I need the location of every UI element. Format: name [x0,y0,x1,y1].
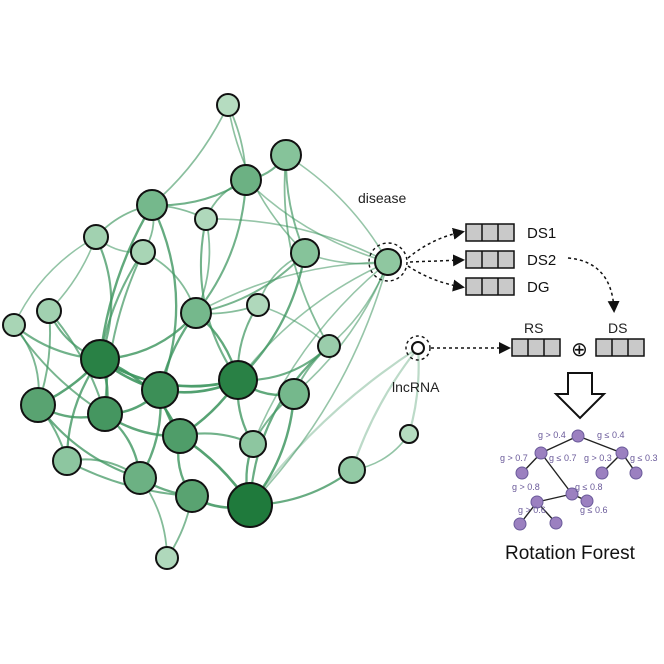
tree-split-label: g ≤ 0.4 [597,430,624,440]
network-node [338,456,366,484]
network-node [290,238,320,268]
network-node [216,93,240,117]
network-node [317,334,341,358]
feature-vector-ds2 [465,250,515,269]
network-node [218,360,258,400]
tree-split-label: g > 0.8 [512,482,540,492]
tree-split-label: g ≤ 0.6 [580,505,607,515]
network-edge [150,203,178,392]
network-node [20,387,56,423]
network-edge [237,261,389,381]
ds2-label: DS2 [527,252,556,269]
tree-split-label: g ≤ 0.8 [575,482,602,492]
network-node [194,207,218,231]
network-edge [328,261,389,347]
network-node [130,239,156,265]
lncrna-label: lncRNA [392,379,440,395]
tree-split-label: g > 0.6 [518,505,546,515]
network-edge [236,251,307,382]
network-node [80,339,120,379]
feature-vector-rs [511,338,561,357]
network-edge [48,236,97,312]
network-edge [252,261,389,445]
network-edge [195,261,389,314]
network-edge [205,218,389,263]
network-node [2,313,26,337]
network-node [83,224,109,250]
network-edge [285,154,389,263]
feature-vector-ds1 [465,223,515,242]
down-arrow-icon [553,372,607,420]
network-node [270,139,302,171]
decision-tree: g > 0.4 g ≤ 0.4 g > 0.7 g ≤ 0.7 g > 0.3 … [500,429,657,531]
network-edge [248,346,420,507]
network-edge [245,179,389,263]
ds1-label: DS1 [527,225,556,242]
network-node [175,479,209,513]
network-edge [293,261,389,395]
network-node [155,546,179,570]
disease-feature-arrows [407,227,620,354]
network-edge [104,251,144,415]
network-node [136,189,168,221]
network-node [227,482,273,528]
network-node [162,418,198,454]
network-node [246,293,270,317]
network-node [52,446,82,476]
network-node [230,164,262,196]
concatenate-symbol: ⊕ [571,339,588,361]
tree-split-label: g > 0.7 [500,453,528,463]
network-node [239,430,267,458]
network-node [399,424,419,444]
tree-split-label: g > 0.3 [584,453,612,463]
tree-split-label: g ≤ 0.3 [630,453,657,463]
network-node [180,297,212,329]
network-edge [194,178,248,315]
tree-split-label: g ≤ 0.7 [549,453,576,463]
network-edge [249,261,389,506]
feature-vector-ds [595,338,645,357]
network-nodes [2,93,419,570]
feature-vector-dg [465,277,515,296]
ds-label: DS [608,320,627,336]
rotation-forest-title: Rotation Forest [505,543,636,564]
network-node [36,298,62,324]
network-node [123,461,157,495]
lncrna-node [405,335,431,361]
network-node [87,396,123,432]
tree-split-label: g > 0.4 [538,430,566,440]
network-edge [151,104,229,206]
network-edge [350,346,420,472]
disease-node [368,242,408,282]
network-edge [13,236,97,326]
network-node [278,378,310,410]
dg-label: DG [527,279,550,296]
network-edges [12,104,420,559]
rs-label: RS [524,320,543,336]
network-node [141,371,179,409]
disease-label: disease [358,190,406,206]
